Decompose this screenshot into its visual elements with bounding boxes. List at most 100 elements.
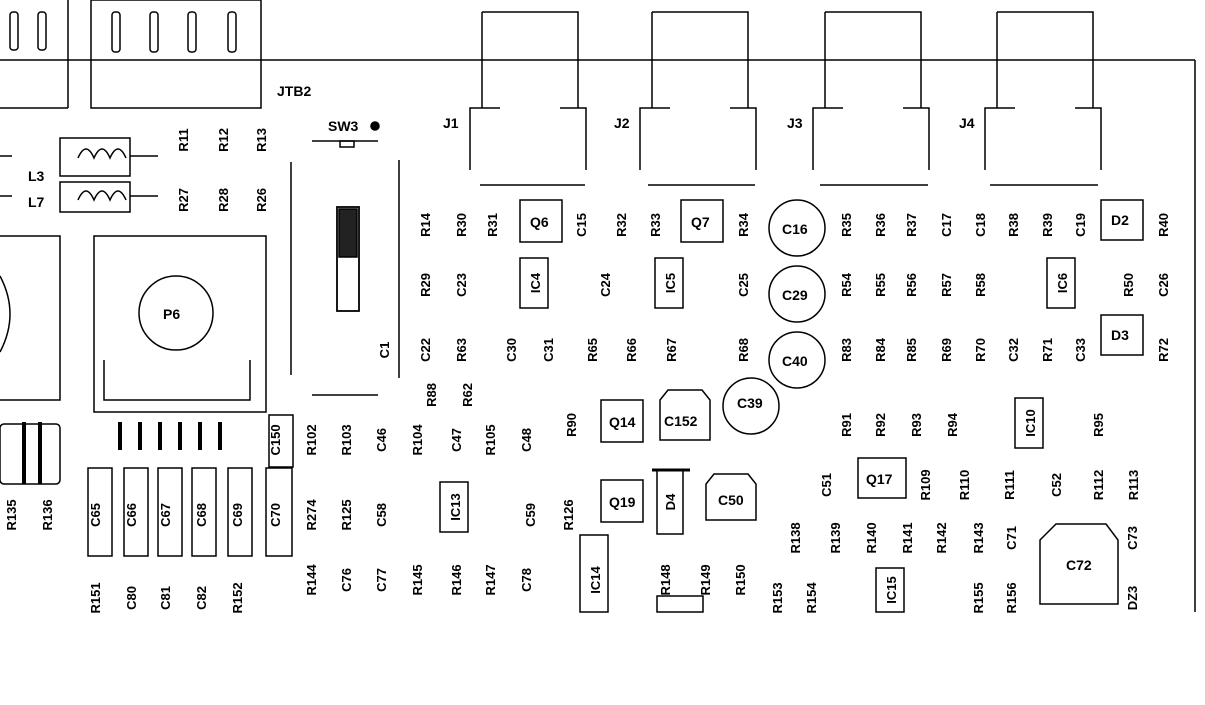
potentiometer-outlines <box>0 235 267 413</box>
label-r32: R32 <box>614 213 629 237</box>
label-r84: R84 <box>873 337 888 362</box>
label-r70: R70 <box>973 338 988 362</box>
label-r143: R143 <box>971 522 986 553</box>
label-r68: R68 <box>736 338 751 362</box>
label-r95: R95 <box>1091 413 1106 437</box>
label-r110: R110 <box>957 470 972 500</box>
label-r135: R135 <box>4 499 19 530</box>
terminal-block-left <box>0 0 69 109</box>
label-c73: C73 <box>1125 526 1140 550</box>
label-r14: R14 <box>418 212 433 237</box>
label-r37: R37 <box>904 213 919 237</box>
label-q7: Q7 <box>691 214 710 230</box>
label-c33: C33 <box>1073 338 1088 362</box>
label-r50: R50 <box>1121 273 1136 297</box>
label-r142: R142 <box>934 522 949 553</box>
label-r67: R67 <box>664 338 679 362</box>
label-c26: C26 <box>1156 273 1171 297</box>
label-r33: R33 <box>648 213 663 237</box>
label-ic15: IC15 <box>884 576 899 603</box>
chip-outlines <box>87 414 294 557</box>
label-c78: C78 <box>519 568 534 592</box>
label-c152: C152 <box>664 413 698 429</box>
label-r27: R27 <box>176 188 191 212</box>
silkscreen-labels: JTB2 J1 J2 J3 J4 SW3 L3 L7 P6 Q6 Q7 Q14 … <box>28 83 1129 573</box>
label-c15: C15 <box>574 213 589 237</box>
label-r136: R136 <box>40 499 55 530</box>
label-c51: C51 <box>819 473 834 497</box>
label-r112: R112 <box>1091 470 1106 500</box>
label-c150: C150 <box>268 424 283 455</box>
label-r154: R154 <box>804 582 819 614</box>
label-r152: R152 <box>230 582 245 613</box>
label-dz3: DZ3 <box>1125 586 1140 611</box>
label-l7: L7 <box>28 194 45 210</box>
label-c50: C50 <box>718 492 744 508</box>
label-r62: R62 <box>460 383 475 407</box>
label-r65: R65 <box>585 338 600 362</box>
label-r109: R109 <box>918 469 933 500</box>
label-r35: R35 <box>839 213 854 237</box>
label-c23: C23 <box>454 273 469 297</box>
label-r111: R111 <box>1002 470 1017 500</box>
label-r13: R13 <box>254 128 269 152</box>
label-c40: C40 <box>782 353 808 369</box>
label-c80: C80 <box>124 586 139 610</box>
header-pins <box>0 422 222 485</box>
label-r31: R31 <box>485 213 500 237</box>
label-c31: C31 <box>541 338 556 362</box>
label-p6: P6 <box>163 306 180 322</box>
label-j3: J3 <box>787 115 803 131</box>
label-r153: R153 <box>770 582 785 613</box>
ic-outlines <box>439 184 1098 613</box>
label-c25: C25 <box>736 273 751 297</box>
label-r104: R104 <box>410 424 425 456</box>
board-outline <box>0 59 1196 612</box>
label-r63: R63 <box>454 338 469 362</box>
label-r85: R85 <box>904 338 919 362</box>
label-c29: C29 <box>782 287 808 303</box>
label-c46: C46 <box>374 428 389 452</box>
label-c72: C72 <box>1066 557 1092 573</box>
label-c39: C39 <box>737 395 763 411</box>
label-r39: R39 <box>1040 213 1055 237</box>
label-r93: R93 <box>909 413 924 437</box>
label-c82: C82 <box>194 586 209 610</box>
label-r113: R113 <box>1126 470 1141 500</box>
label-r56: R56 <box>904 273 919 297</box>
label-r57: R57 <box>939 273 954 297</box>
label-r69: R69 <box>939 338 954 362</box>
label-r139: R139 <box>828 522 843 553</box>
label-c16: C16 <box>782 221 808 237</box>
label-r36: R36 <box>873 213 888 237</box>
label-sw3: SW3 <box>328 118 359 134</box>
label-c68: C68 <box>194 503 209 527</box>
label-c24: C24 <box>598 272 613 297</box>
label-c18: C18 <box>973 213 988 237</box>
label-c71: C71 <box>1004 526 1019 550</box>
label-r148: R148 <box>658 564 673 595</box>
label-q14: Q14 <box>609 414 636 430</box>
label-r138: R138 <box>788 522 803 553</box>
label-ic6: IC6 <box>1055 273 1070 293</box>
label-r90: R90 <box>564 413 579 437</box>
label-r12: R12 <box>216 128 231 152</box>
inductor-outlines <box>0 137 158 213</box>
jack-outlines <box>469 11 1102 170</box>
label-c48: C48 <box>519 428 534 452</box>
label-r66: R66 <box>624 338 639 362</box>
label-q17: Q17 <box>866 471 893 487</box>
label-q19: Q19 <box>609 494 636 510</box>
label-r29: R29 <box>418 273 433 297</box>
label-c52: C52 <box>1049 473 1064 497</box>
label-c30: C30 <box>504 338 519 362</box>
label-r71: R71 <box>1040 338 1055 362</box>
label-ic5: IC5 <box>663 273 678 293</box>
label-c19: C19 <box>1073 213 1088 237</box>
label-j4: J4 <box>959 115 975 131</box>
label-r156: R156 <box>1004 582 1019 613</box>
label-r146: R146 <box>449 564 464 595</box>
label-c17: C17 <box>939 213 954 237</box>
label-d3: D3 <box>1111 327 1129 343</box>
